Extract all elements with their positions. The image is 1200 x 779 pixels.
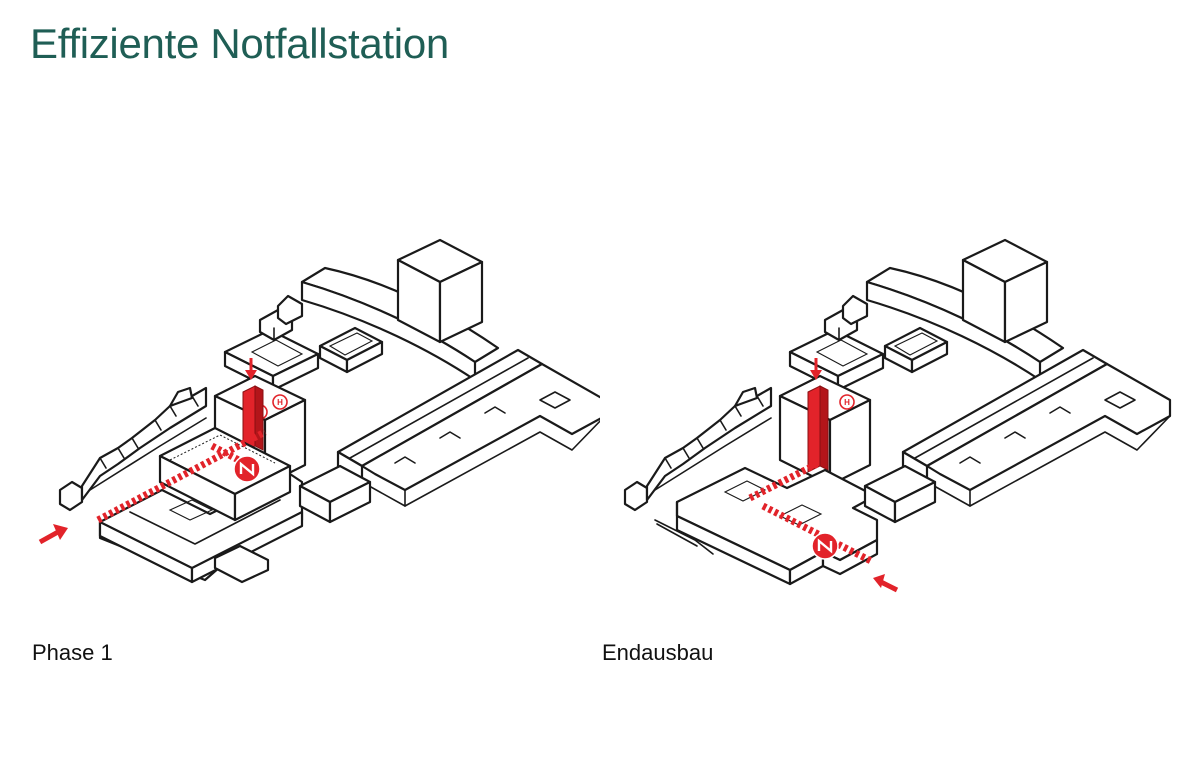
caption-phase1: Phase 1: [32, 640, 113, 665]
annex-building: [863, 464, 937, 524]
historic-houses-row: [58, 386, 208, 512]
annex-building: [298, 464, 372, 524]
notfall-n-icon: [811, 532, 839, 560]
notfall-n-icon: [233, 455, 261, 483]
isometric-diagram-endausbau: H: [623, 238, 1172, 593]
historic-houses-row: [623, 386, 773, 512]
svg-text:H: H: [277, 398, 283, 407]
page-title: Effiziente Notfallstation: [30, 20, 449, 67]
tower-cube: [961, 238, 1049, 344]
parking-building: [883, 326, 949, 374]
emergency-wing-final: [654, 466, 879, 586]
long-wing-building: [901, 348, 1172, 507]
arrow-down-icon: [810, 370, 822, 380]
helipad-icon: [272, 394, 288, 410]
arrow-down-icon: [245, 370, 257, 380]
parking-building: [318, 326, 384, 374]
elevator-shaft-highlight: [807, 358, 829, 473]
emergency-access-path: [748, 460, 899, 593]
long-wing-building: [336, 348, 600, 507]
tower-cube: [396, 238, 484, 344]
small-houses-top: [258, 294, 304, 342]
svg-text:H: H: [844, 398, 850, 407]
arrow-right-icon: [53, 524, 68, 540]
arrow-left-icon: [873, 574, 885, 588]
small-houses-top: [823, 294, 869, 342]
isometric-diagram-phase1: H H: [38, 238, 600, 584]
caption-endausbau: Endausbau: [602, 640, 714, 665]
helipad-icon: [839, 394, 855, 410]
